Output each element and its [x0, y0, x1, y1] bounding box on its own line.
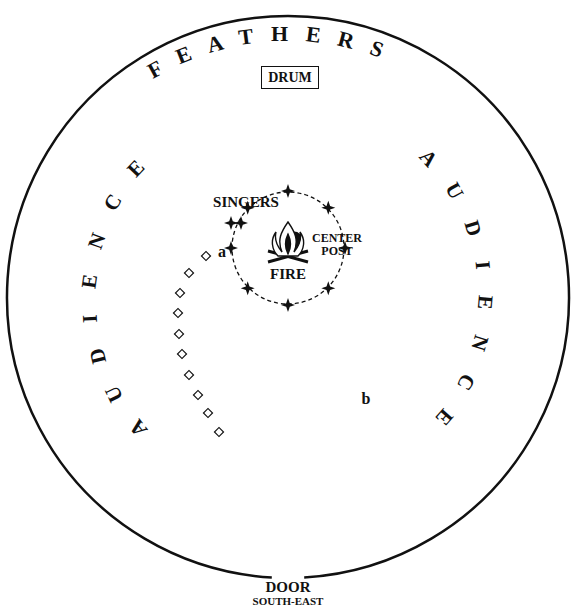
position-letter: b — [362, 391, 371, 408]
door-label: DOOR — [266, 580, 311, 596]
node-label: FIRE — [270, 267, 306, 282]
position-letter: a — [218, 244, 226, 261]
lodge-wall — [7, 16, 569, 578]
dancer-marks — [173, 251, 223, 436]
arc-label: AUDIENCE — [76, 137, 166, 442]
arc-label: AUDIENCE — [414, 145, 498, 450]
direction-label: SOUTH-EAST — [253, 596, 324, 608]
post-label: CENTER POST — [305, 232, 369, 257]
drum-box: DRUM — [261, 66, 319, 89]
group-label: SINGERS — [213, 195, 279, 211]
fire-icon — [268, 222, 308, 262]
node-label: DRUM — [268, 70, 312, 85]
